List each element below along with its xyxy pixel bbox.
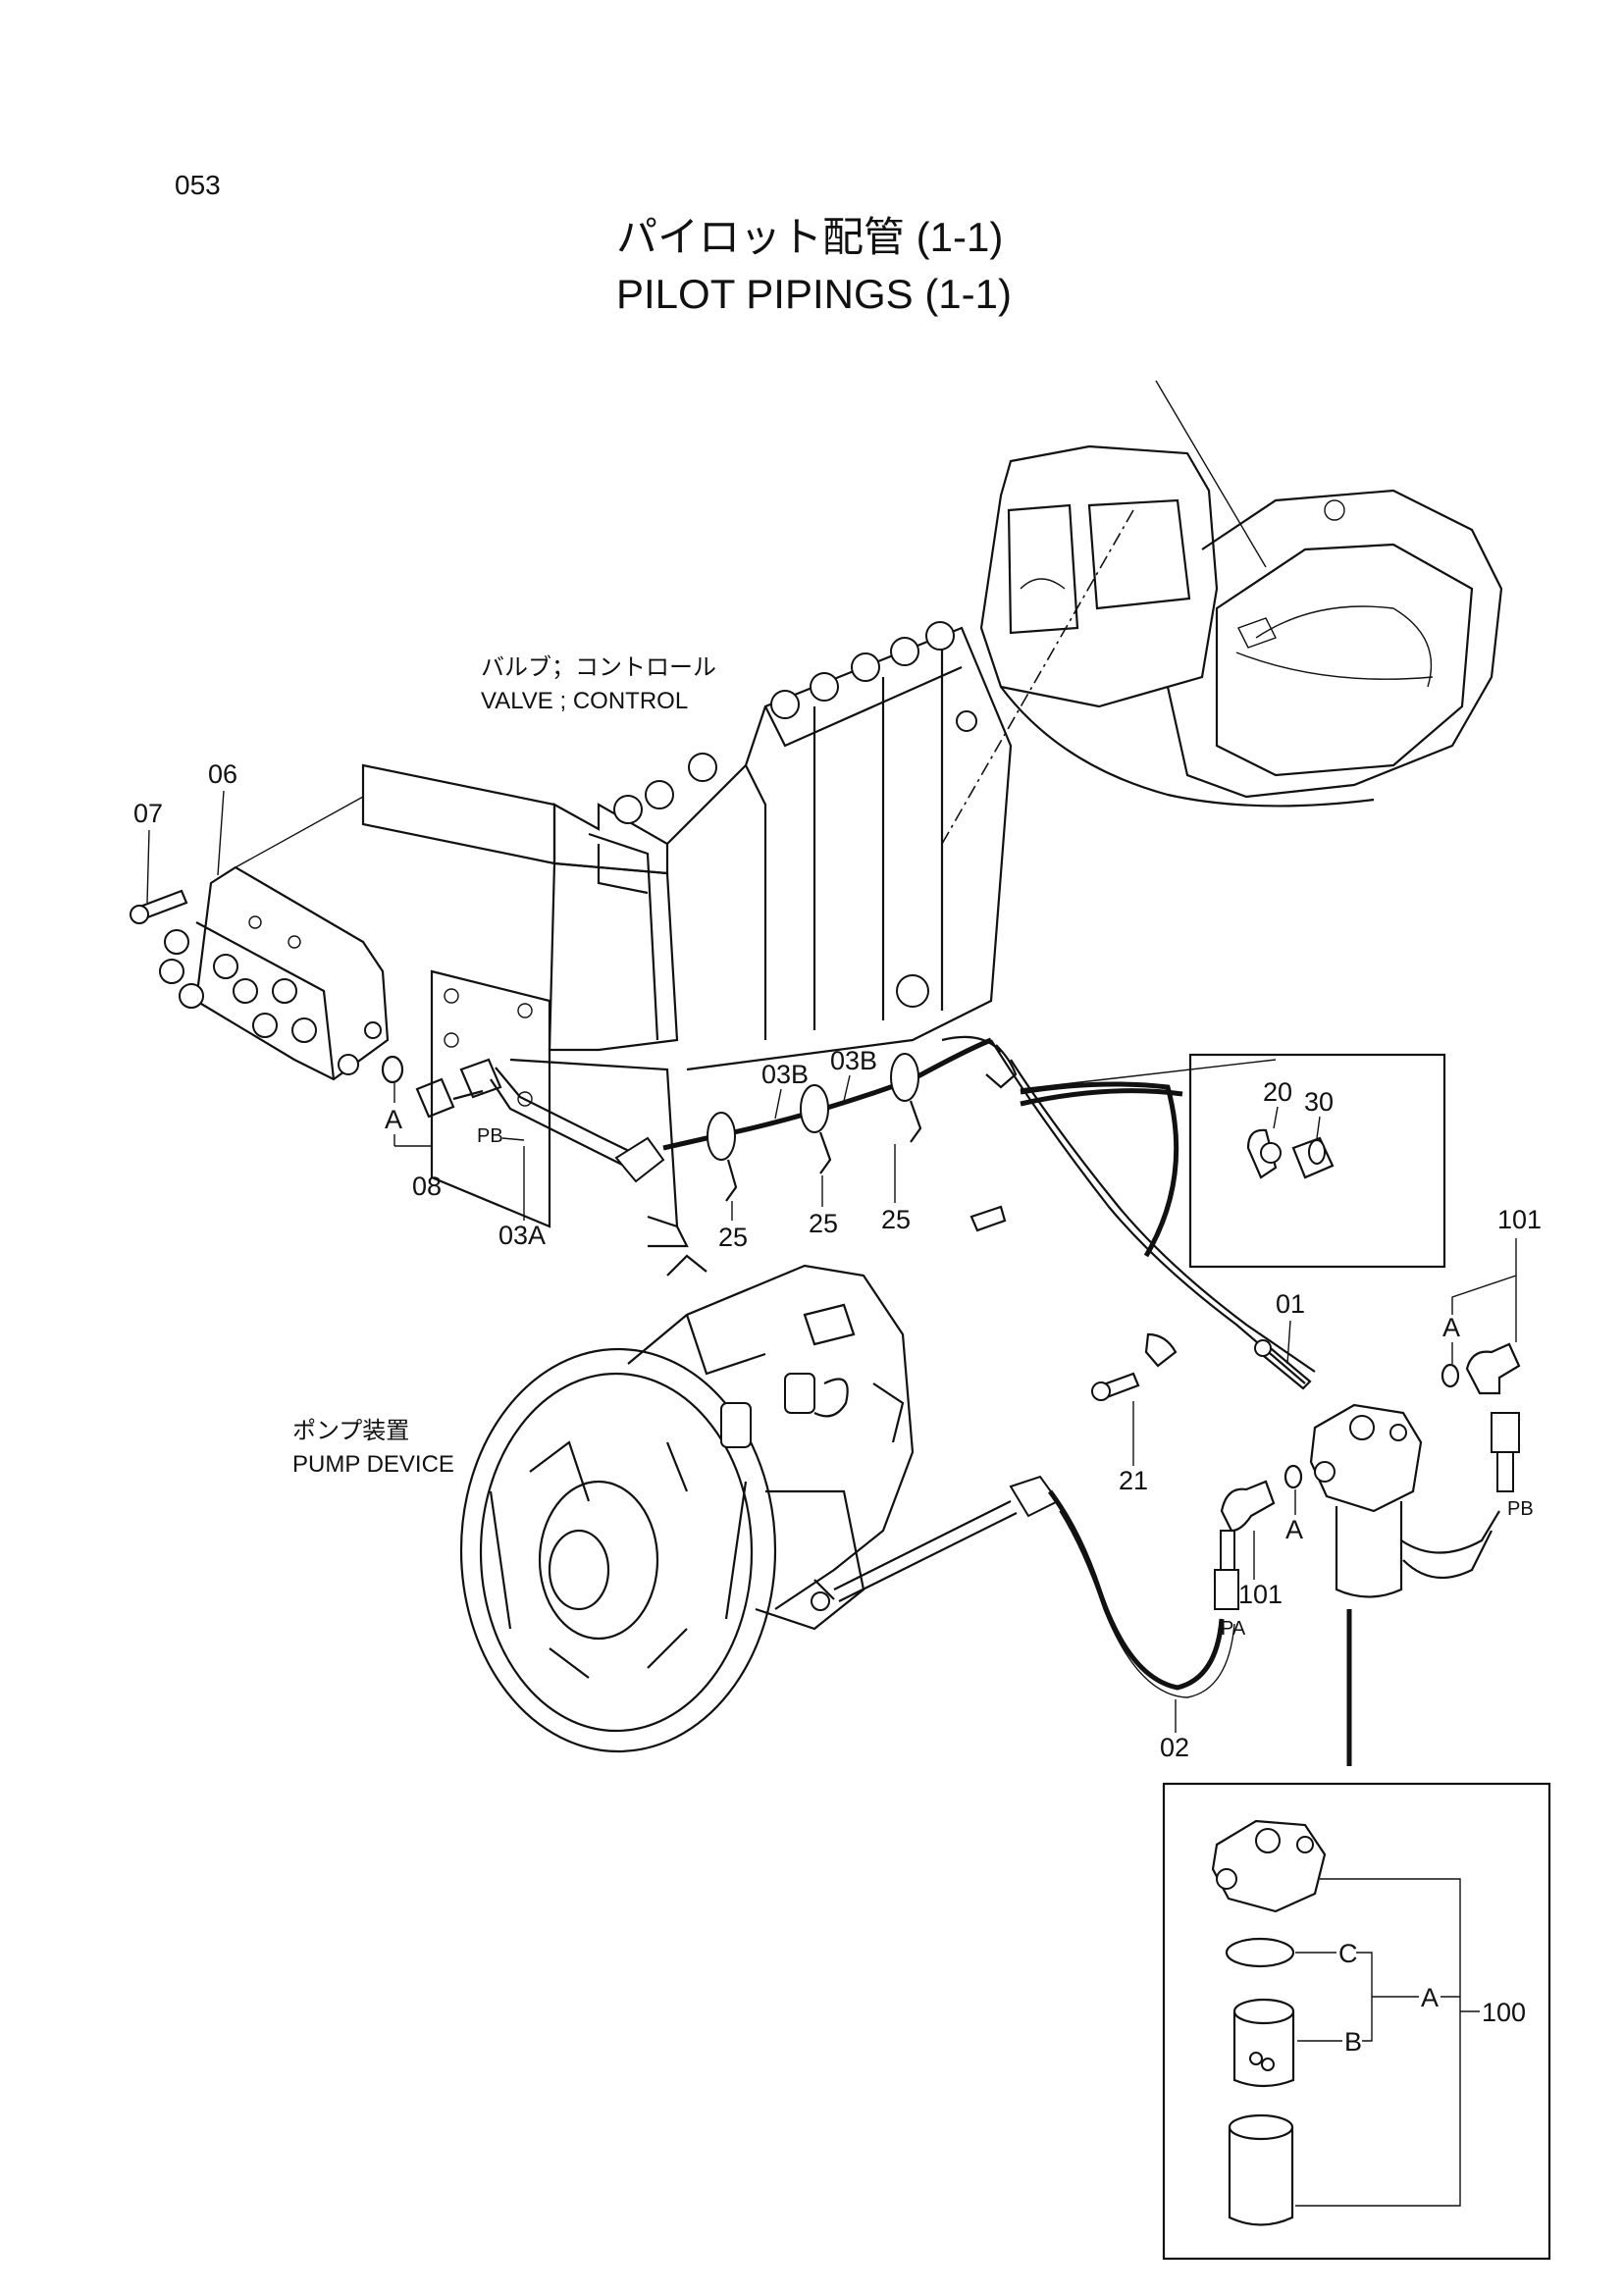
valve-label-english: VALVE ; CONTROL <box>481 688 688 714</box>
title-english: PILOT PIPINGS (1-1) <box>616 271 1012 317</box>
part-20-label: 20 <box>1263 1077 1292 1107</box>
filter-detail-illustration <box>1211 1819 1327 2226</box>
clamp-illustration <box>1246 1128 1335 1179</box>
callout-a-right-top: A <box>1442 1313 1460 1342</box>
pump-label-english: PUMP DEVICE <box>292 1451 454 1478</box>
part-25-label-2: 25 <box>809 1209 838 1238</box>
pump-label-japanese: ポンプ装置 <box>292 1418 409 1444</box>
detail-box-filter <box>1162 1782 1551 2261</box>
filter-callout-b: B <box>1344 2027 1362 2057</box>
callout-a-right-mid: A <box>1285 1515 1303 1544</box>
fitting-101-top-illustration <box>1441 1342 1521 1492</box>
control-valve-illustration <box>361 621 1013 1248</box>
port-pb-right: PB <box>1507 1498 1534 1520</box>
part-06-label: 06 <box>208 759 237 789</box>
part-03b-label-1: 03B <box>761 1060 809 1089</box>
port-pb-left: PB <box>477 1125 503 1147</box>
part-08-label: 08 <box>412 1172 442 1201</box>
fitting-101-bottom-illustration <box>1220 1464 1303 1533</box>
part-101-bottom-label: 101 <box>1238 1580 1283 1609</box>
pump-device-illustration <box>459 1254 915 1753</box>
pilot-pipe-illustration <box>490 1035 1316 1384</box>
detail-box-clamp <box>1188 1053 1446 1269</box>
part-101-top-label: 101 <box>1497 1205 1542 1234</box>
valve-label-japanese: バルブ；コントロール <box>481 654 716 681</box>
hose-02-illustration <box>833 1475 1239 1698</box>
port-pa: PA <box>1221 1618 1246 1640</box>
part-03a-label: 03A <box>498 1221 546 1250</box>
filter-callout-a: A <box>1421 1983 1439 2012</box>
excavator-overview-illustration <box>941 380 1503 845</box>
part-03b-label-2: 03B <box>830 1046 877 1075</box>
bolt-21-illustration <box>1091 1332 1178 1401</box>
part-30-label: 30 <box>1304 1087 1334 1117</box>
part-01-label: 01 <box>1276 1289 1305 1319</box>
title-japanese: パイロット配管 (1-1) <box>616 214 1003 260</box>
part-100-label: 100 <box>1482 1998 1526 2027</box>
bolt-01-illustration <box>1254 1339 1312 1390</box>
pilot-valve-block-illustration <box>130 796 502 1119</box>
part-21-label: 21 <box>1119 1466 1148 1495</box>
part-25-label-1: 25 <box>718 1223 748 1252</box>
filter-callout-c: C <box>1338 1939 1358 1968</box>
part-25-label-3: 25 <box>881 1205 911 1234</box>
filter-bracket-lines <box>1295 1878 1480 2207</box>
pilot-filter-illustration <box>1309 1403 1500 1766</box>
part-07-label: 07 <box>133 799 163 828</box>
page-number: 053 <box>175 170 221 200</box>
part-02-label: 02 <box>1160 1733 1189 1762</box>
callout-a-left: A <box>385 1105 402 1134</box>
